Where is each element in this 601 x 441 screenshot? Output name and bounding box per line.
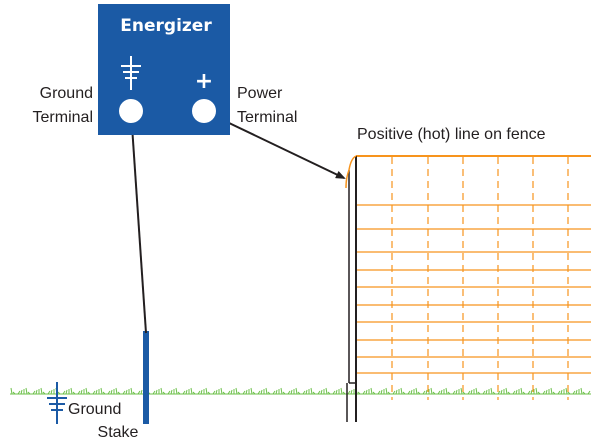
grass-ground-line [10,387,591,395]
hot-line-label: Positive (hot) line on fence [357,126,546,143]
ground-stake-label-line2: Stake [98,424,139,441]
ground-stake-symbol-icon [47,382,67,424]
energizer-box: Energizer + [98,4,230,135]
power-terminal-label-line2: Terminal [237,109,297,126]
ground-terminal-label-line2: Terminal [33,109,93,126]
fence-post [346,156,357,422]
grass-blades [10,387,591,395]
ground-symbol-icon [121,56,141,90]
power-terminal [192,99,216,123]
ground-stake [143,331,149,424]
ground-stake-label-line1: Ground [68,401,121,418]
insulator-hook [345,155,357,189]
ground-terminal-label-line1: Ground [40,85,93,102]
ground-terminal [119,99,143,123]
energizer-title: Energizer [120,16,212,36]
ground-wire [130,110,147,334]
power-terminal-label-line1: Power [237,85,283,102]
plus-symbol: + [195,69,213,94]
fence-mesh [356,155,591,400]
